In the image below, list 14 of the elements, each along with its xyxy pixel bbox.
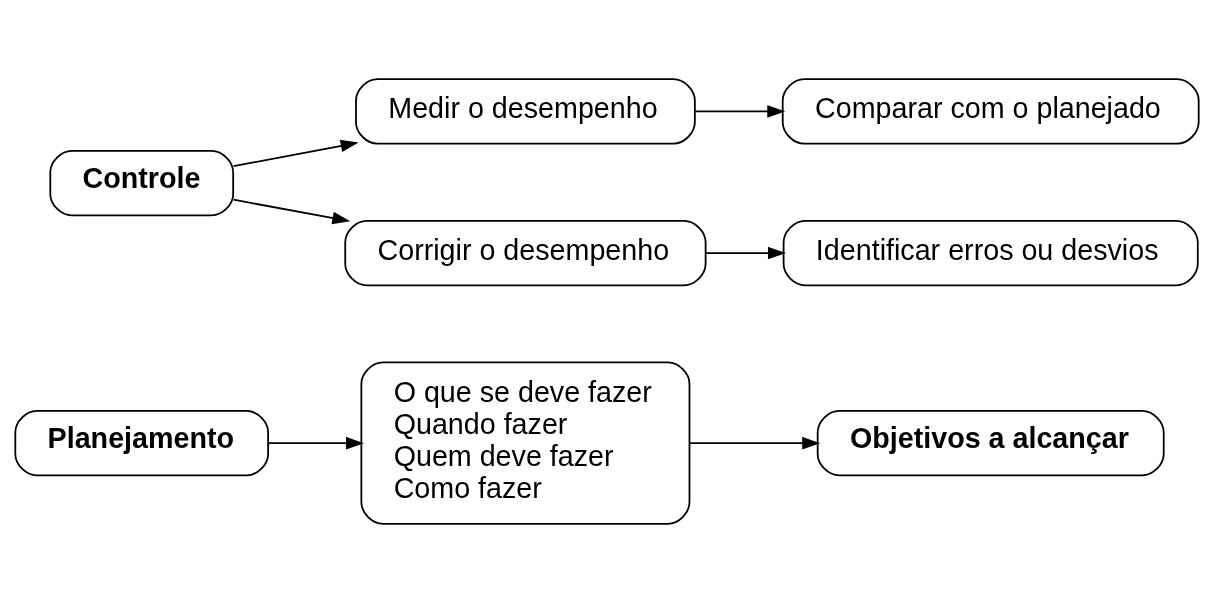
arrow [694,104,786,118]
node-box: Corrigir o desempenho [344,219,707,286]
arrow [689,436,821,449]
node-box: Comparar com o planejado [781,77,1200,145]
arrow [704,246,786,259]
node-box: Planejamento [14,409,270,476]
node-box: O que se deve fazer Quando fazer Quem deve fazer Como fazer [360,361,691,525]
arrow [232,139,359,167]
arrow [267,436,364,449]
node-box: Identificar erros ou desvios [782,219,1199,286]
node-box: Controle [49,149,235,216]
node-box: Medir o desempenho [355,77,696,145]
arrow [232,198,351,224]
node-box: Objetivos a alcançar [816,409,1165,476]
